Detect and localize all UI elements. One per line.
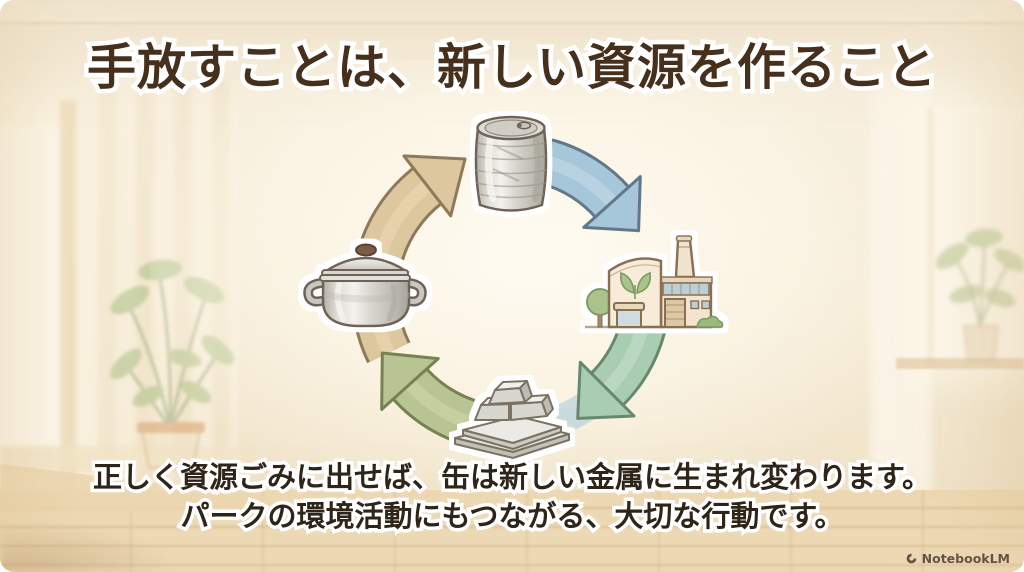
left-window-frame xyxy=(60,100,77,520)
watermark-label: NotebookLM xyxy=(921,551,1010,566)
ceiling-band xyxy=(0,0,1024,24)
factory-icon xyxy=(585,235,724,329)
description-line-2: パークの環境活動にもつながる、大切な行動です。 xyxy=(0,497,1024,536)
slide-title: 手放すことは、新しい資源を作ること xyxy=(0,28,1024,99)
ingots-icon xyxy=(454,380,570,459)
notebooklm-logo-icon xyxy=(906,553,917,564)
description-line-1: 正しく資源ごみに出せば、缶は新しい金属に生まれ変わります。 xyxy=(0,458,1024,497)
tin-can-icon xyxy=(474,115,548,212)
notebooklm-watermark: NotebookLM xyxy=(905,551,1010,566)
right-shelf xyxy=(896,358,1024,369)
potted-plant-right-icon xyxy=(935,228,1024,361)
slide-description: 正しく資源ごみに出せば、缶は新しい金属に生まれ変わります。 パークの環境活動にも… xyxy=(0,458,1024,536)
arrow-can-to-factory xyxy=(539,138,642,233)
left-window-light xyxy=(0,128,66,488)
pot-icon xyxy=(303,243,427,328)
leaf-logo-icon xyxy=(619,271,652,299)
arrow-ingots-to-pot xyxy=(380,351,495,452)
